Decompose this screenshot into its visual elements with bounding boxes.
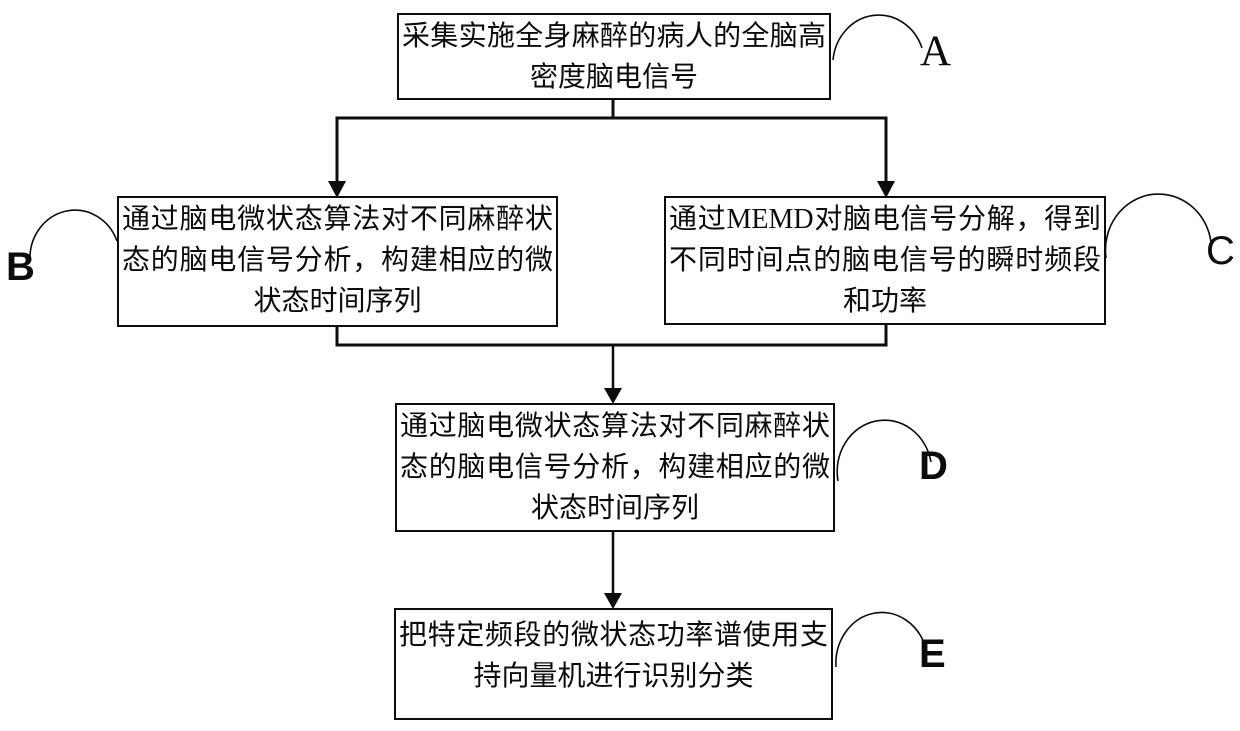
arrowhead-to-e [604,593,622,609]
leader-arc-a [832,14,923,61]
flow-box-acquire-eeg: 采集实施全身麻醉的病人的全脑高密度脑电信号 [397,13,831,100]
leader-arc-d [836,419,932,482]
arrowhead-to-b [328,181,346,198]
leader-arc-c [1104,193,1212,259]
step-label-d: D [919,444,948,488]
flow-box-memd-decompose: 通过MEMD对脑电信号分解，得到不同时间点的脑电信号的瞬时频段和功率 [664,196,1106,325]
flow-box-svm-classify: 把特定频段的微状态功率谱使用支持向量机进行识别分类 [394,608,833,720]
step-label-b: B [6,245,35,289]
arrowhead-to-c [877,181,895,198]
leader-arc-e [835,611,927,668]
step-label-e: E [919,632,946,676]
arrowhead-to-d [604,388,622,404]
step-label-c: C [1206,229,1235,273]
step-label-a: A [920,28,952,75]
flow-box-microstate-left: 通过脑电微状态算法对不同麻醉状态的脑电信号分析，构建相应的微状态时间序列 [117,196,558,327]
flow-box-microstate-sequence: 通过脑电微状态算法对不同麻醉状态的脑电信号分析，构建相应的微状态时间序列 [395,403,835,532]
leader-arc-b [29,209,118,261]
